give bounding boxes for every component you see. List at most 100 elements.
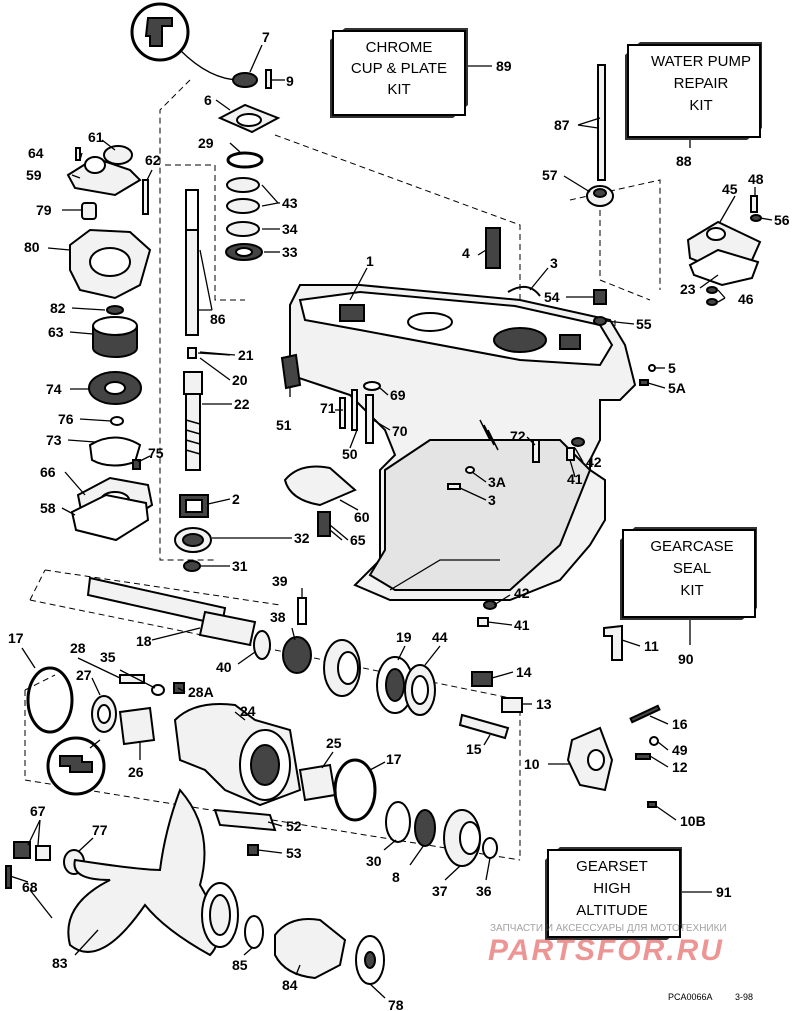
callout-24: 24: [240, 703, 256, 719]
kit-91-line-1: GEARSET: [576, 858, 648, 875]
callout-56: 56: [774, 212, 790, 228]
callout-41: 41: [567, 471, 583, 487]
callout-34: 34: [282, 221, 298, 237]
callout-67: 67: [30, 803, 46, 819]
callout-37: 37: [432, 883, 448, 899]
callout-3-lower: 3: [488, 492, 496, 508]
callout-38: 38: [270, 609, 286, 625]
callout-73: 73: [46, 432, 62, 448]
middle-parts: [280, 353, 585, 625]
callout-13: 13: [536, 696, 552, 712]
callout-49: 49: [672, 742, 688, 758]
callout-64: 64: [28, 145, 44, 161]
callout-57: 57: [542, 167, 558, 183]
callout-42-lower: 42: [514, 585, 530, 601]
water-pump-housing-parts: [66, 145, 154, 542]
callout-5A: 5A: [668, 380, 686, 396]
kit-88-number: 88: [676, 153, 692, 169]
callout-60: 60: [354, 509, 370, 525]
callout-76: 76: [58, 411, 74, 427]
callout-50: 50: [342, 446, 358, 462]
drawing-date: 3-98: [735, 992, 753, 1002]
callout-39: 39: [272, 573, 288, 589]
callout-70: 70: [392, 423, 408, 439]
callout-28: 28: [70, 640, 86, 656]
callout-48: 48: [748, 171, 764, 187]
callout-23: 23: [680, 281, 696, 297]
callout-41-lower: 41: [514, 617, 530, 633]
kit-88-line-3: KIT: [689, 97, 712, 114]
callout-86: 86: [210, 311, 226, 327]
kit-90-line-2: SEAL: [673, 560, 711, 577]
callout-17-left: 17: [8, 630, 24, 646]
kit-box-water-pump-repair: WATER PUMP REPAIR KIT 88: [625, 42, 762, 169]
callout-28A: 28A: [188, 684, 214, 700]
propeller-parts: [5, 788, 385, 985]
callout-83: 83: [52, 955, 68, 971]
callout-12: 12: [672, 759, 688, 775]
callout-18: 18: [136, 633, 152, 649]
callout-30: 30: [366, 853, 382, 869]
callout-4: 4: [462, 245, 470, 261]
callout-80: 80: [24, 239, 40, 255]
callout-16: 16: [672, 716, 688, 732]
callout-78: 78: [388, 997, 404, 1011]
callout-58: 58: [40, 500, 56, 516]
callout-85: 85: [232, 957, 248, 973]
leader-lines: [9, 44, 773, 999]
callout-9: 9: [286, 73, 294, 89]
callout-71: 71: [320, 400, 336, 416]
callout-17-right: 17: [386, 751, 402, 767]
kit-88-line-2: REPAIR: [674, 75, 729, 92]
watermark-tagline: ЗАПЧАСТИ И АКСЕССУАРЫ ДЛЯ МОТОТЕХНИКИ: [490, 923, 727, 934]
kit-90-number: 90: [678, 651, 694, 667]
callout-63: 63: [48, 324, 64, 340]
callout-29: 29: [198, 135, 214, 151]
callout-46: 46: [738, 291, 754, 307]
kit-88-line-1: WATER PUMP: [651, 53, 751, 70]
callout-3A: 3A: [488, 474, 506, 490]
callout-44: 44: [432, 629, 448, 645]
drawing-footer: PCA0066A 3-98: [668, 992, 753, 1002]
callout-35: 35: [100, 649, 116, 665]
grease-fitting-icon: [130, 2, 241, 81]
callout-19: 19: [396, 629, 412, 645]
callout-87: 87: [554, 117, 570, 133]
callout-33: 33: [282, 244, 298, 260]
seal-install-icon: [46, 736, 106, 796]
kit-90-line-1: GEARCASE: [650, 538, 733, 555]
callout-10B: 10B: [680, 813, 706, 829]
callout-68: 68: [22, 879, 38, 895]
propshaft-gear-train: [86, 576, 661, 808]
callout-84: 84: [282, 977, 298, 993]
callout-79: 79: [36, 202, 52, 218]
callout-55: 55: [636, 316, 652, 332]
bearing-housing-parts: [26, 600, 498, 867]
callout-61: 61: [88, 129, 104, 145]
callout-54: 54: [544, 289, 560, 305]
callout-10: 10: [524, 756, 540, 772]
callout-66: 66: [40, 464, 56, 480]
water-pump-parts-left: [174, 69, 281, 572]
kit-91-number: 91: [716, 884, 732, 900]
callout-53: 53: [286, 845, 302, 861]
callout-74: 74: [46, 381, 62, 397]
kit-89-line-2: CUP & PLATE: [351, 60, 447, 77]
kit-90-line-3: KIT: [680, 582, 703, 599]
callout-25: 25: [326, 735, 342, 751]
gearcase-housing: [289, 284, 637, 601]
callout-22: 22: [234, 396, 250, 412]
callout-82: 82: [50, 300, 66, 316]
callout-5: 5: [668, 360, 676, 376]
callout-2: 2: [232, 491, 240, 507]
callout-42: 42: [586, 454, 602, 470]
callout-43: 43: [282, 195, 298, 211]
kit-91-line-2: HIGH: [593, 880, 631, 897]
kit-91-line-3: ALTITUDE: [576, 902, 647, 919]
callout-26: 26: [128, 764, 144, 780]
callout-8: 8: [392, 869, 400, 885]
callout-77: 77: [92, 822, 108, 838]
callout-72: 72: [510, 428, 526, 444]
callout-27: 27: [76, 667, 92, 683]
